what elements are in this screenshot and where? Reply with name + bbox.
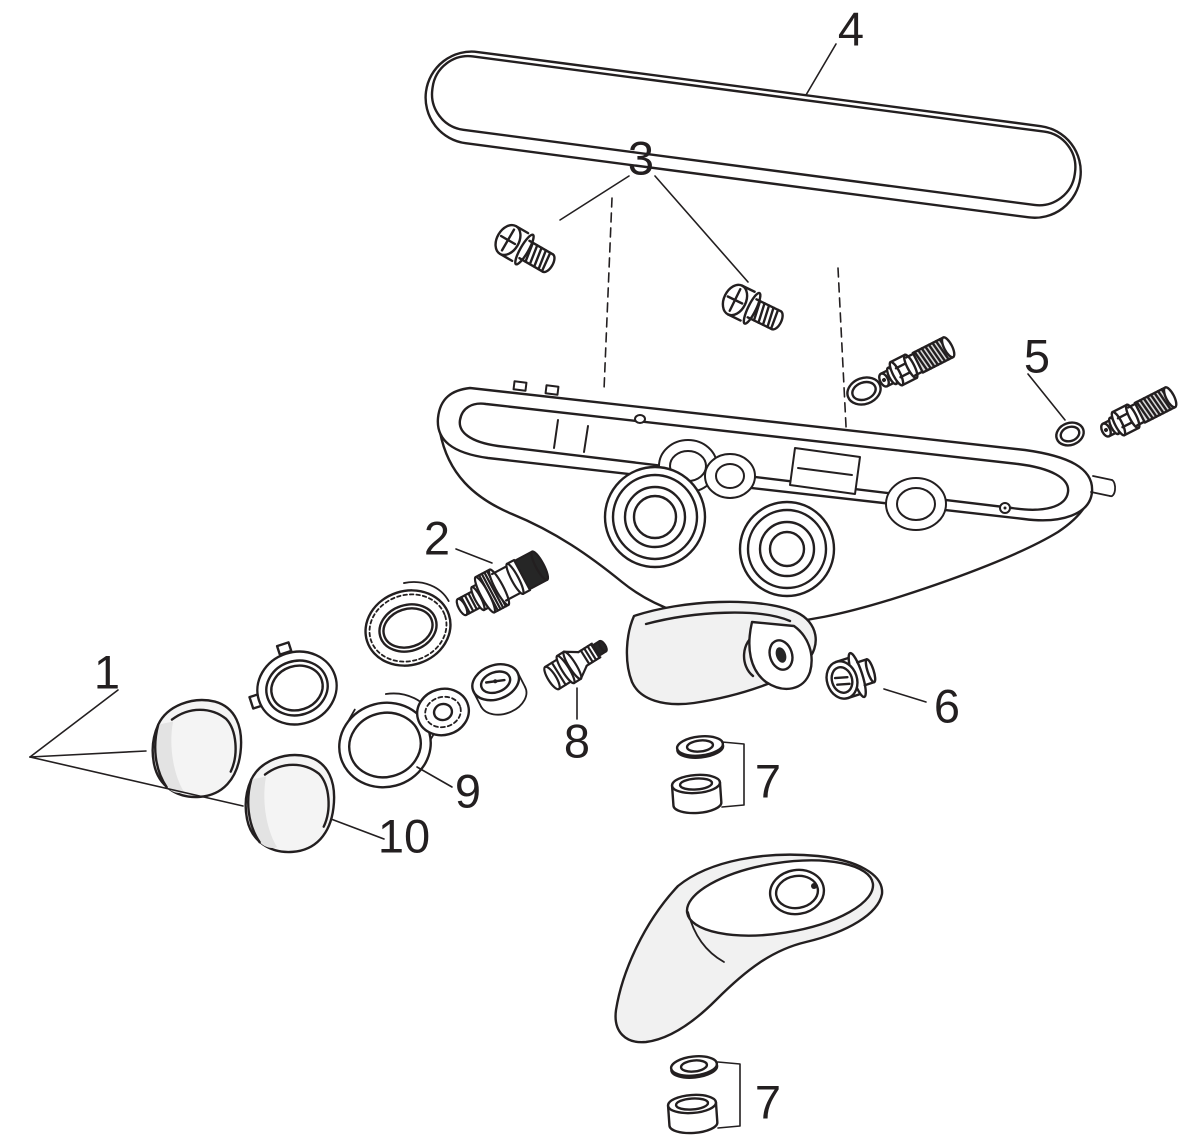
mounting-lug [748,620,813,691]
fixing-screw-1 [488,218,562,282]
callout-1-label: 1 [93,645,121,699]
clip-ring [248,641,338,726]
handle-knob-2 [240,751,340,857]
handle-knob-1 [147,696,247,802]
plug-cap [825,651,877,700]
knurled-lock-ring [364,581,452,667]
callout-4-label: 4 [837,2,865,56]
callout-7-lower-label: 7 [754,1075,782,1129]
inlet-fitting-2 [1095,382,1181,445]
callout-6-label: 6 [933,679,961,733]
callout-7-upper-label: 7 [754,754,782,808]
splined-adapter-ring [415,687,471,737]
seal-washer-lower [668,1052,720,1082]
bracket-lower [717,1061,741,1129]
lever-escutcheon-bottom [614,853,884,1044]
o-ring-2 [1055,421,1085,447]
bracket-upper [721,741,745,808]
callout-10-label: 10 [377,809,431,863]
mixer-body-housing [436,380,1117,626]
seal-sleeve-upper [670,772,724,816]
callout-5-label: 5 [1023,329,1051,383]
valve-bore-right [738,500,836,598]
callout-2-label: 2 [423,511,451,565]
callout-9-label: 9 [454,764,482,818]
seal-washer-upper [674,732,726,762]
cartridge-cap [471,663,528,716]
seal-sleeve-lower [666,1092,720,1136]
o-ring-1 [846,376,882,406]
cartridge-2 [455,550,550,617]
fixing-screw-2 [716,278,790,339]
cartridge-8 [543,639,608,691]
alignment-dashed-lines [603,197,848,447]
callout-8-label: 8 [563,714,591,768]
callout-leader-lines [29,43,1066,840]
inlet-fitting-1 [873,332,959,395]
callout-3-label: 3 [627,131,655,185]
cover-plate [424,50,1082,219]
valve-bore-left [603,465,707,569]
